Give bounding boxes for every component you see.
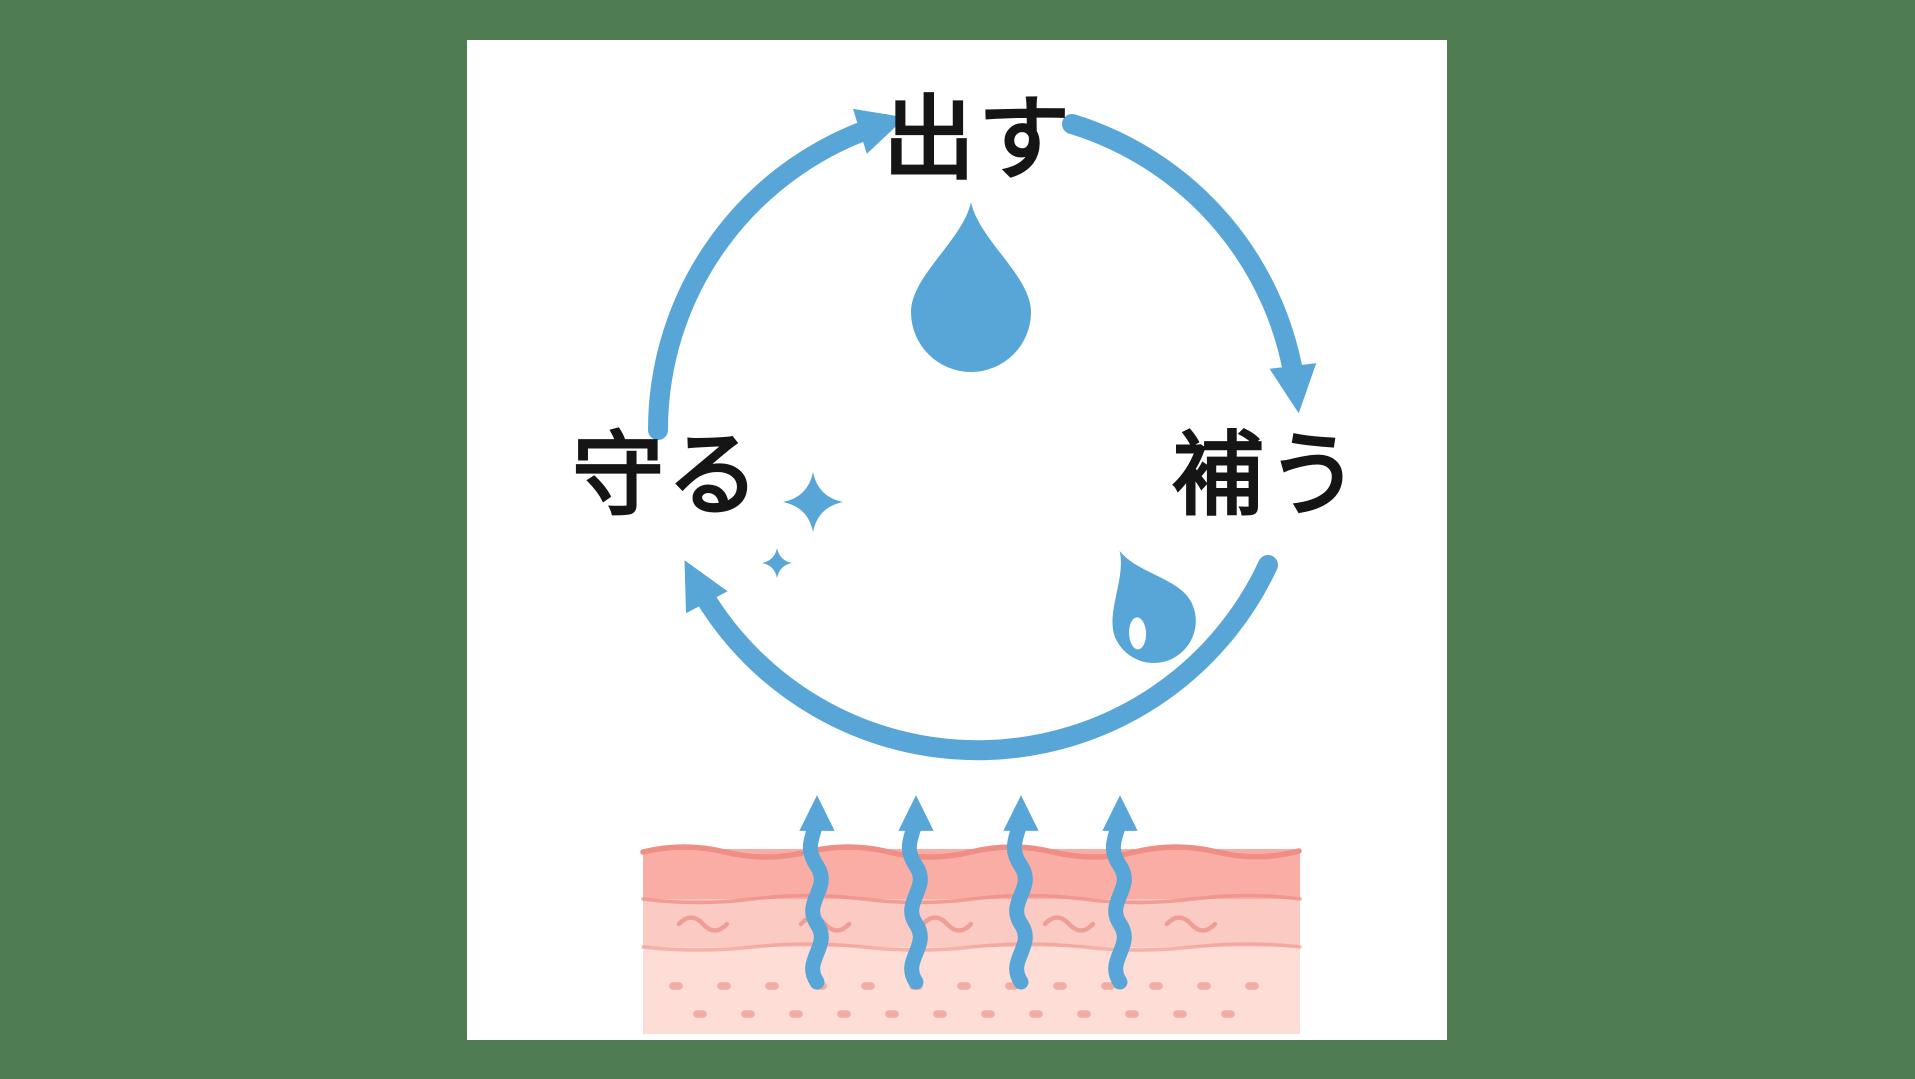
cycle-step-label-left: 守る — [571, 425, 763, 527]
moisture-arrow-icon — [1003, 795, 1039, 990]
cycle-step-label-right: 補う — [1171, 425, 1363, 527]
sparkle-small-icon — [762, 548, 792, 578]
drop-highlight — [1129, 617, 1147, 650]
cycle-diagram — [640, 108, 1317, 1034]
moisture-arrow-icon — [1102, 795, 1138, 990]
rising-moisture-arrow-icons — [799, 795, 1138, 990]
skin-surface-line — [640, 844, 1302, 860]
cycle-arrow-left-icon — [648, 108, 906, 440]
skin-divider-line-1 — [641, 893, 1302, 905]
sparkle-large-icon — [783, 472, 843, 532]
skin-subcutis-dots — [669, 982, 1277, 1018]
moisture-arrow-icon — [898, 795, 934, 990]
diagram-panel: 出す 補う 守る — [467, 40, 1447, 1040]
skin-divider-line-2 — [641, 942, 1302, 952]
skin-layer-subcutis — [643, 947, 1300, 1034]
cycle-arrow-right-icon — [1062, 114, 1317, 414]
water-drop-highlight-icon — [1112, 550, 1196, 663]
water-drop-icon — [911, 202, 1031, 372]
sparkle-icon — [762, 472, 843, 578]
moisture-arrow-icon — [799, 795, 835, 990]
skin-cross-section — [640, 844, 1302, 1034]
cycle-arrow-bottom-icon — [684, 555, 1278, 761]
cycle-arrows — [648, 108, 1317, 761]
cycle-step-label-top: 出す — [882, 89, 1074, 191]
